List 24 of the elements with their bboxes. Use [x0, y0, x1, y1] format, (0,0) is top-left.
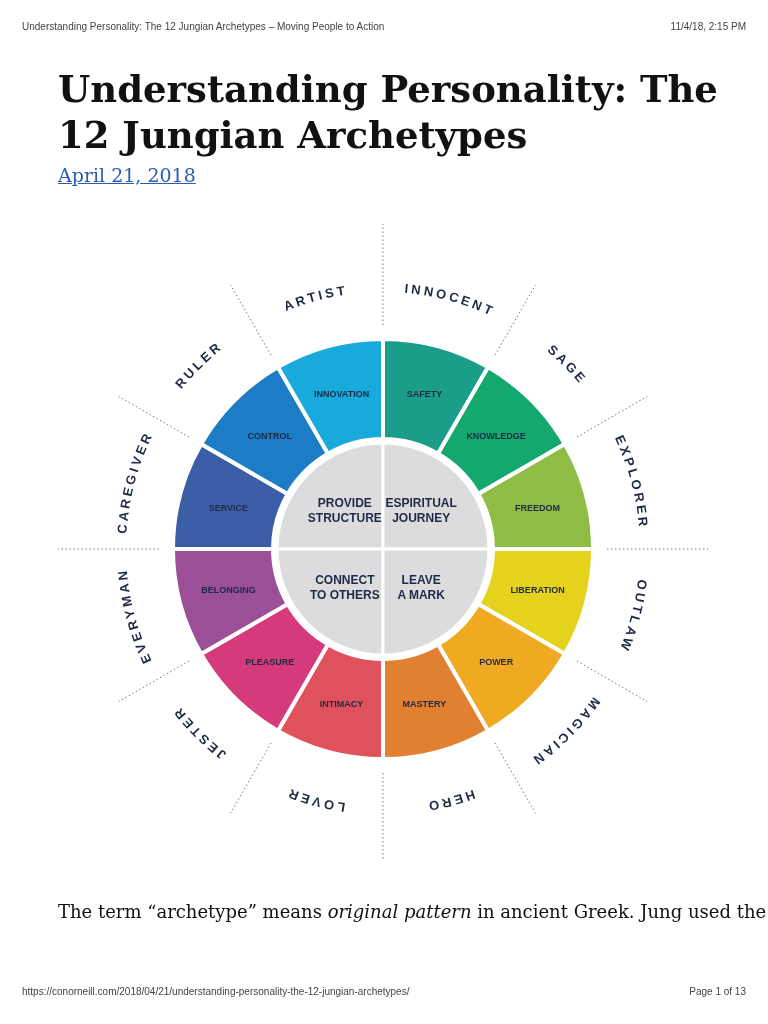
- quadrant-label: LEAVE A MARK: [397, 572, 445, 602]
- segment-label: MASTERY: [402, 698, 447, 709]
- segment-label: SAFETY: [406, 389, 443, 400]
- segment-label: LIBERATION: [510, 585, 565, 596]
- print-timestamp: 11/4/18, 2:15 PM: [670, 21, 746, 32]
- page-header-text: Understanding Personality: The 12 Jungian Archetypes – Moving People to Action: [22, 21, 385, 32]
- quadrant-label: CONNECT TO OTHERS: [309, 572, 380, 602]
- page-number: Page 1 of 13: [689, 986, 746, 997]
- segment-label: KNOWLEDGE: [466, 430, 526, 441]
- page-title: Understanding Personality: The 12 Jungian Archetypes: [58, 66, 718, 158]
- page-url: https://conorneill.com/2018/04/21/understanding-personality-the-12-jungian-archetypes/: [22, 986, 410, 997]
- quadrant-label: ESPIRITUAL JOURNEY: [385, 496, 457, 526]
- date-link: April 21, 2018: [58, 164, 196, 186]
- segment-label: CONTROL: [247, 430, 293, 441]
- segment-label: SERVICE: [208, 502, 249, 513]
- body-paragraph: The term “archetype” means original pattern in ancient Greek. Jung used the: [58, 901, 767, 922]
- segment-label: POWER: [479, 657, 514, 668]
- segment-label: PLEASURE: [245, 657, 295, 668]
- segment-label: INTIMACY: [319, 698, 364, 709]
- segment-label: BELONGING: [201, 585, 256, 596]
- segment-label: FREEDOM: [515, 502, 561, 513]
- segment-label: INNOVATION: [314, 389, 370, 400]
- quadrant-label: PROVIDE STRUCTURE: [307, 496, 382, 526]
- archetype-label: HERO: [424, 786, 478, 815]
